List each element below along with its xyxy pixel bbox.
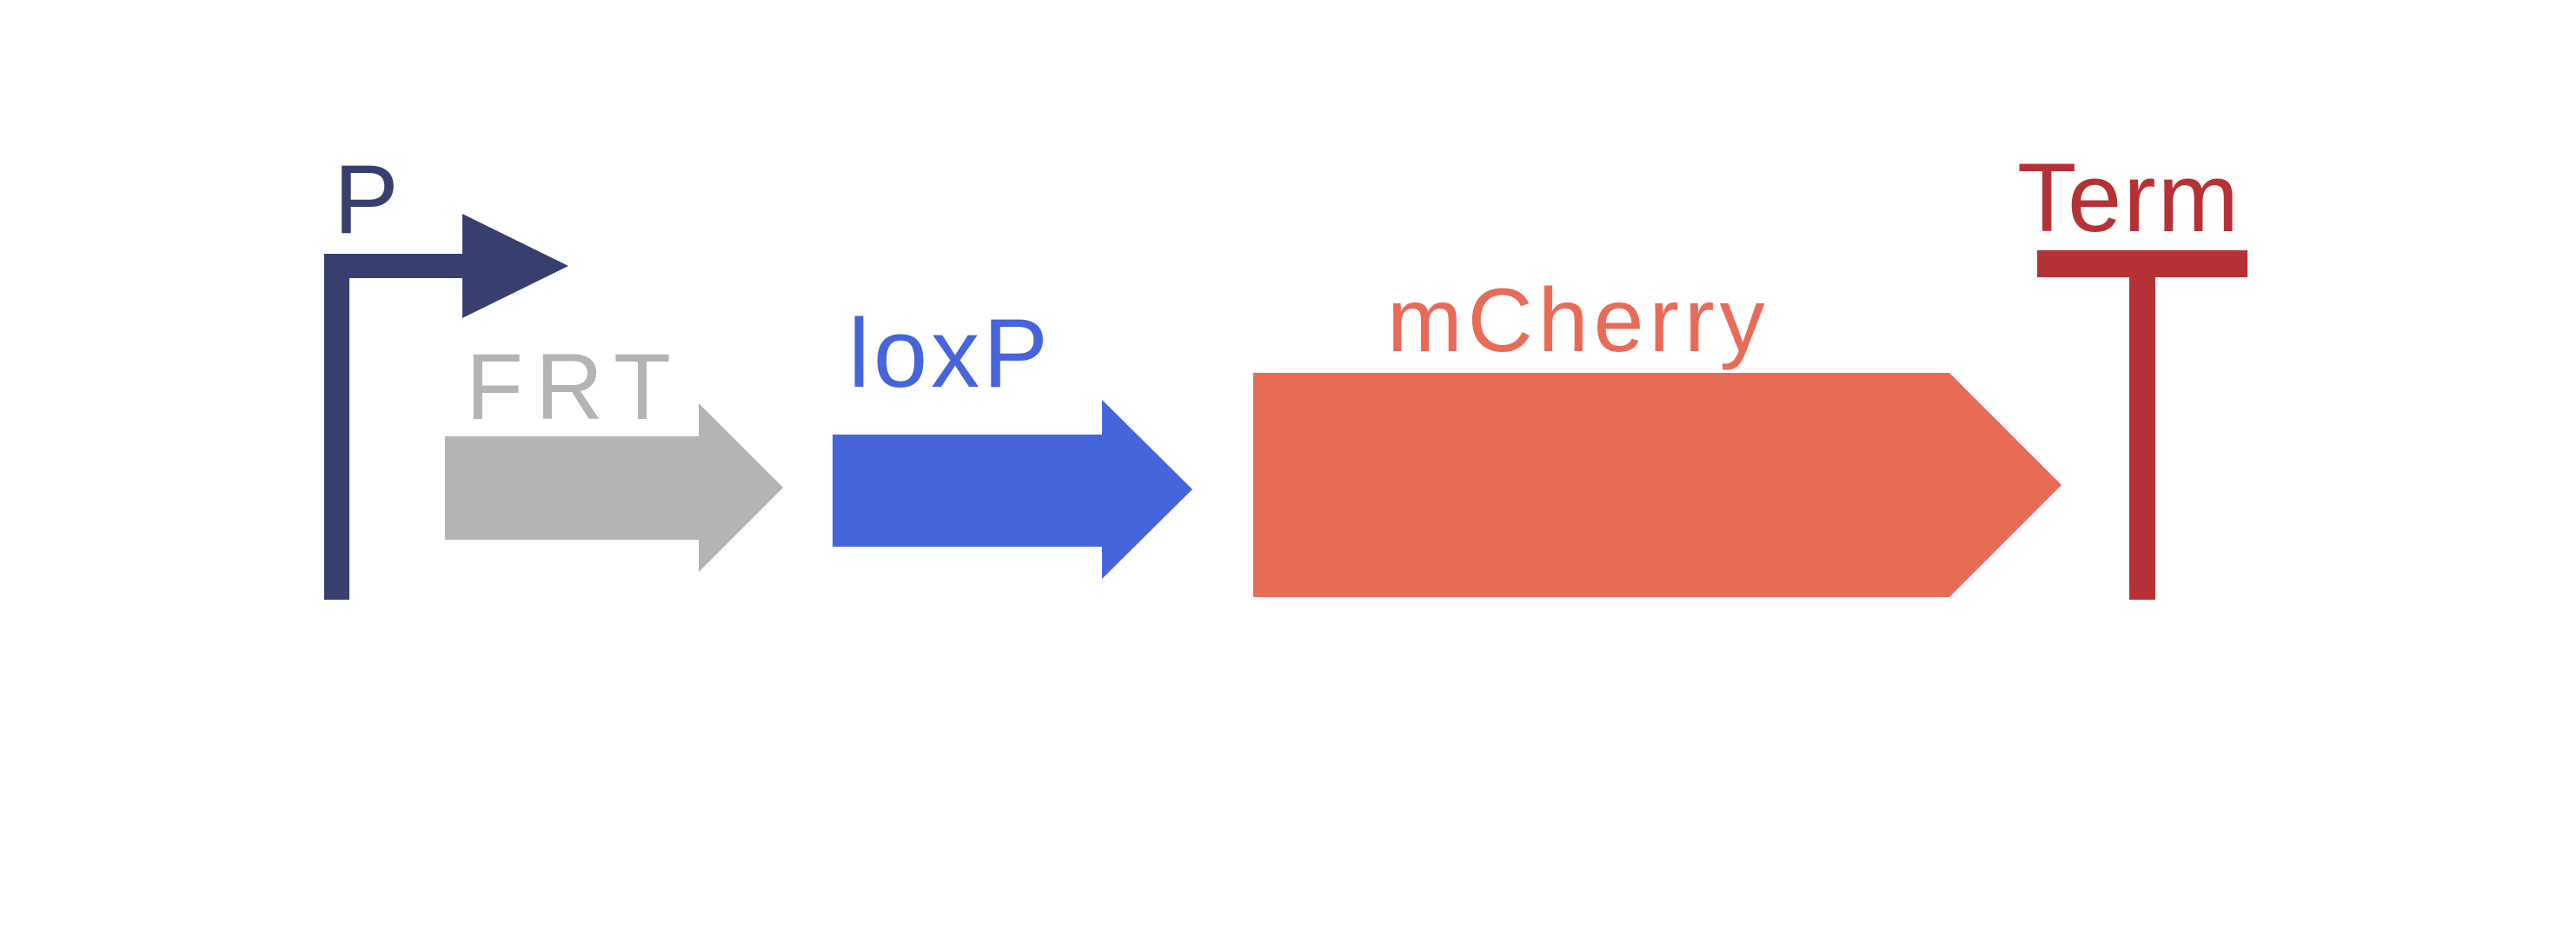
frt-arrow-icon bbox=[445, 403, 783, 572]
terminator-label: Term bbox=[2017, 143, 2241, 252]
promoter-label: P bbox=[334, 145, 399, 254]
terminator-part: Term bbox=[2017, 143, 2247, 600]
mcherry-cds-icon bbox=[1253, 373, 2061, 597]
loxp-label: loxP bbox=[848, 299, 1052, 408]
frt-part: FRT bbox=[445, 334, 783, 572]
frt-label: FRT bbox=[466, 334, 683, 439]
loxp-arrow-icon bbox=[833, 400, 1192, 579]
terminator-t-icon bbox=[2037, 250, 2247, 600]
mcherry-part: mCherry bbox=[1253, 270, 2061, 597]
promoter-part: P bbox=[324, 145, 568, 600]
promoter-arrow-icon bbox=[324, 214, 568, 600]
mcherry-label: mCherry bbox=[1387, 270, 1770, 371]
loxp-part: loxP bbox=[833, 299, 1192, 579]
